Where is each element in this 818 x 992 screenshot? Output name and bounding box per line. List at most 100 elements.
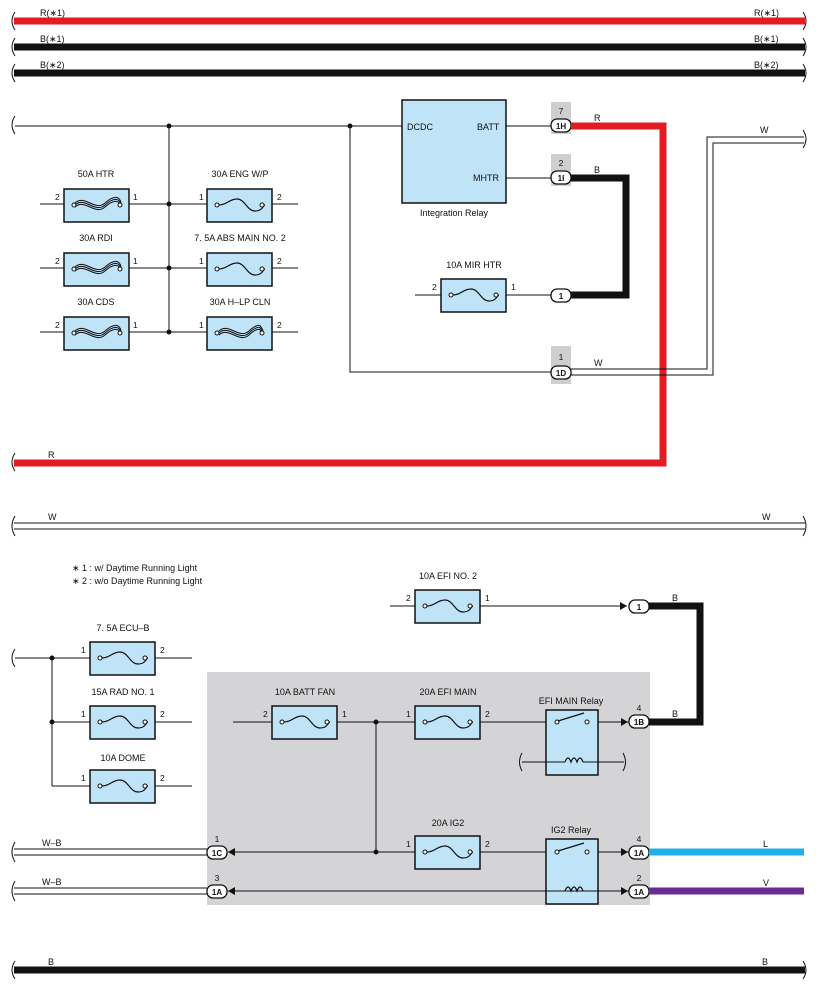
fuse-label: 10A BATT FAN <box>275 687 335 697</box>
wb-wire-2 <box>11 880 207 902</box>
pin-label: 2 <box>55 256 60 266</box>
pin-label: 1 <box>81 645 86 655</box>
pin-label: 1 <box>133 192 138 202</box>
connector-1: 1 <box>550 288 572 303</box>
bus-w-right-label: W <box>762 512 771 522</box>
pin-label: 1 <box>406 709 411 719</box>
fuse-label: 10A DOME <box>100 753 145 763</box>
pin-label: 1 <box>485 593 490 603</box>
note-2: ∗ 2 : w/o Daytime Running Light <box>72 576 203 586</box>
pin-label: 1 <box>133 320 138 330</box>
pin-label: 1 <box>406 839 411 849</box>
pin-label: 1 <box>133 256 138 266</box>
fuse-label: 30A ENG W/P <box>211 169 268 179</box>
batt-label: BATT <box>477 122 500 132</box>
bus-r1-right-label: R(∗1) <box>754 8 779 18</box>
bus-b1-right-label: B(∗1) <box>754 34 779 44</box>
wire-label: V <box>763 878 769 888</box>
svg-text:1: 1 <box>637 603 642 612</box>
svg-text:1D: 1D <box>556 369 566 378</box>
wire-label: B <box>672 709 678 719</box>
pin-label: 2 <box>160 773 165 783</box>
pin-label: 2 <box>55 192 60 202</box>
svg-text:1A: 1A <box>212 888 222 897</box>
pin-label: 1 <box>511 282 516 292</box>
pin-label: 1 <box>342 709 347 719</box>
bus-b-bottom: B B <box>11 957 807 980</box>
connector-1h: 1H 7 <box>550 102 572 134</box>
svg-text:1C: 1C <box>212 849 222 858</box>
bus-r1: R(∗1) R(∗1) <box>11 8 807 31</box>
w-wire <box>571 136 804 376</box>
pin-label: 1 <box>199 256 204 266</box>
connector-1b: 1B 4 <box>628 703 650 729</box>
bus-b2-right-label: B(∗2) <box>754 60 779 70</box>
wire-label: R <box>594 113 601 123</box>
fuse-15a-rad-no1: 15A RAD NO. 1 1 2 <box>81 687 165 740</box>
svg-text:1A: 1A <box>634 888 644 897</box>
efi-main-relay: EFI MAIN Relay <box>522 696 624 776</box>
wire-label: L <box>763 839 768 849</box>
note-1: ∗ 1 : w/ Daytime Running Light <box>72 563 198 573</box>
fuse-label: 30A H–LP CLN <box>210 297 271 307</box>
bus-b2-left-label: B(∗2) <box>40 60 65 70</box>
fuse-20a-efi-main: 20A EFI MAIN 1 2 <box>406 687 490 740</box>
fuse-30a-rdi: 30A RDI 2 1 <box>55 233 138 287</box>
fuse-10a-mir-htr: 10A MIR HTR 2 1 <box>432 260 516 313</box>
pin-label: 2 <box>406 593 411 603</box>
svg-text:2: 2 <box>559 158 564 168</box>
fuse-30a-hlp-cln: 30A H–LP CLN 1 2 <box>199 297 282 351</box>
fuse-20a-ig2: 20A IG2 1 2 <box>406 818 490 870</box>
svg-text:1I: 1I <box>558 174 565 183</box>
fuse-10a-dome: 10A DOME 1 2 <box>81 753 165 804</box>
fuse-30a-cds: 30A CDS 2 1 <box>55 297 138 351</box>
wire-label: R <box>48 450 55 460</box>
ig2-relay-label: IG2 Relay <box>551 825 592 835</box>
pin-label: 2 <box>277 256 282 266</box>
svg-text:4: 4 <box>637 703 642 713</box>
svg-text:1A: 1A <box>634 849 644 858</box>
fuse-label: 30A CDS <box>77 297 114 307</box>
pin-label: 2 <box>485 709 490 719</box>
fuse-label: 15A RAD NO. 1 <box>91 687 154 697</box>
pin-label: 2 <box>432 282 437 292</box>
fuse-label: 20A EFI MAIN <box>419 687 476 697</box>
integration-relay-label: Integration Relay <box>420 208 489 218</box>
svg-text:3: 3 <box>215 873 220 883</box>
fuse-label: 20A IG2 <box>432 818 465 828</box>
connector-1a-wb: 1A 3 <box>206 873 228 899</box>
wire-label: W–B <box>42 877 62 887</box>
pin-label: 2 <box>160 709 165 719</box>
pin-label: 1 <box>81 709 86 719</box>
pin-label: 2 <box>277 192 282 202</box>
bus-b1: B(∗1) B(∗1) <box>11 34 807 57</box>
pin-label: 2 <box>55 320 60 330</box>
bus-r1-left-label: R(∗1) <box>40 8 65 18</box>
fuse-50a-htr: 50A HTR 2 1 <box>55 169 138 223</box>
b-wire <box>571 174 630 299</box>
r-wire <box>14 122 667 467</box>
pin-label: 2 <box>277 320 282 330</box>
pin-label: 1 <box>81 773 86 783</box>
fuse-label: 50A HTR <box>78 169 115 179</box>
pin-label: 2 <box>160 645 165 655</box>
fuse-label: 10A EFI NO. 2 <box>419 571 477 581</box>
fuse-label: 10A MIR HTR <box>446 260 502 270</box>
mhtr-label: MHTR <box>473 173 499 183</box>
svg-text:4: 4 <box>637 834 642 844</box>
ig2-relay: IG2 Relay <box>545 825 599 905</box>
svg-text:7: 7 <box>559 106 564 116</box>
bus-b-right-label: B <box>762 957 768 967</box>
svg-text:1B: 1B <box>634 718 644 727</box>
fuse-label: 7. 5A ABS MAIN NO. 2 <box>194 233 286 243</box>
svg-text:1: 1 <box>215 834 220 844</box>
pin-label: 1 <box>199 192 204 202</box>
efi-main-relay-label: EFI MAIN Relay <box>539 696 604 706</box>
connector-1i: 1I 2 <box>550 154 572 186</box>
bus-w-left-label: W <box>48 512 57 522</box>
dcdc-label: DCDC <box>407 122 433 132</box>
wire-label: W–B <box>42 838 62 848</box>
fuse-10a-efi-no2: 10A EFI NO. 2 2 1 <box>406 571 490 624</box>
bus-b-left-label: B <box>48 957 54 967</box>
